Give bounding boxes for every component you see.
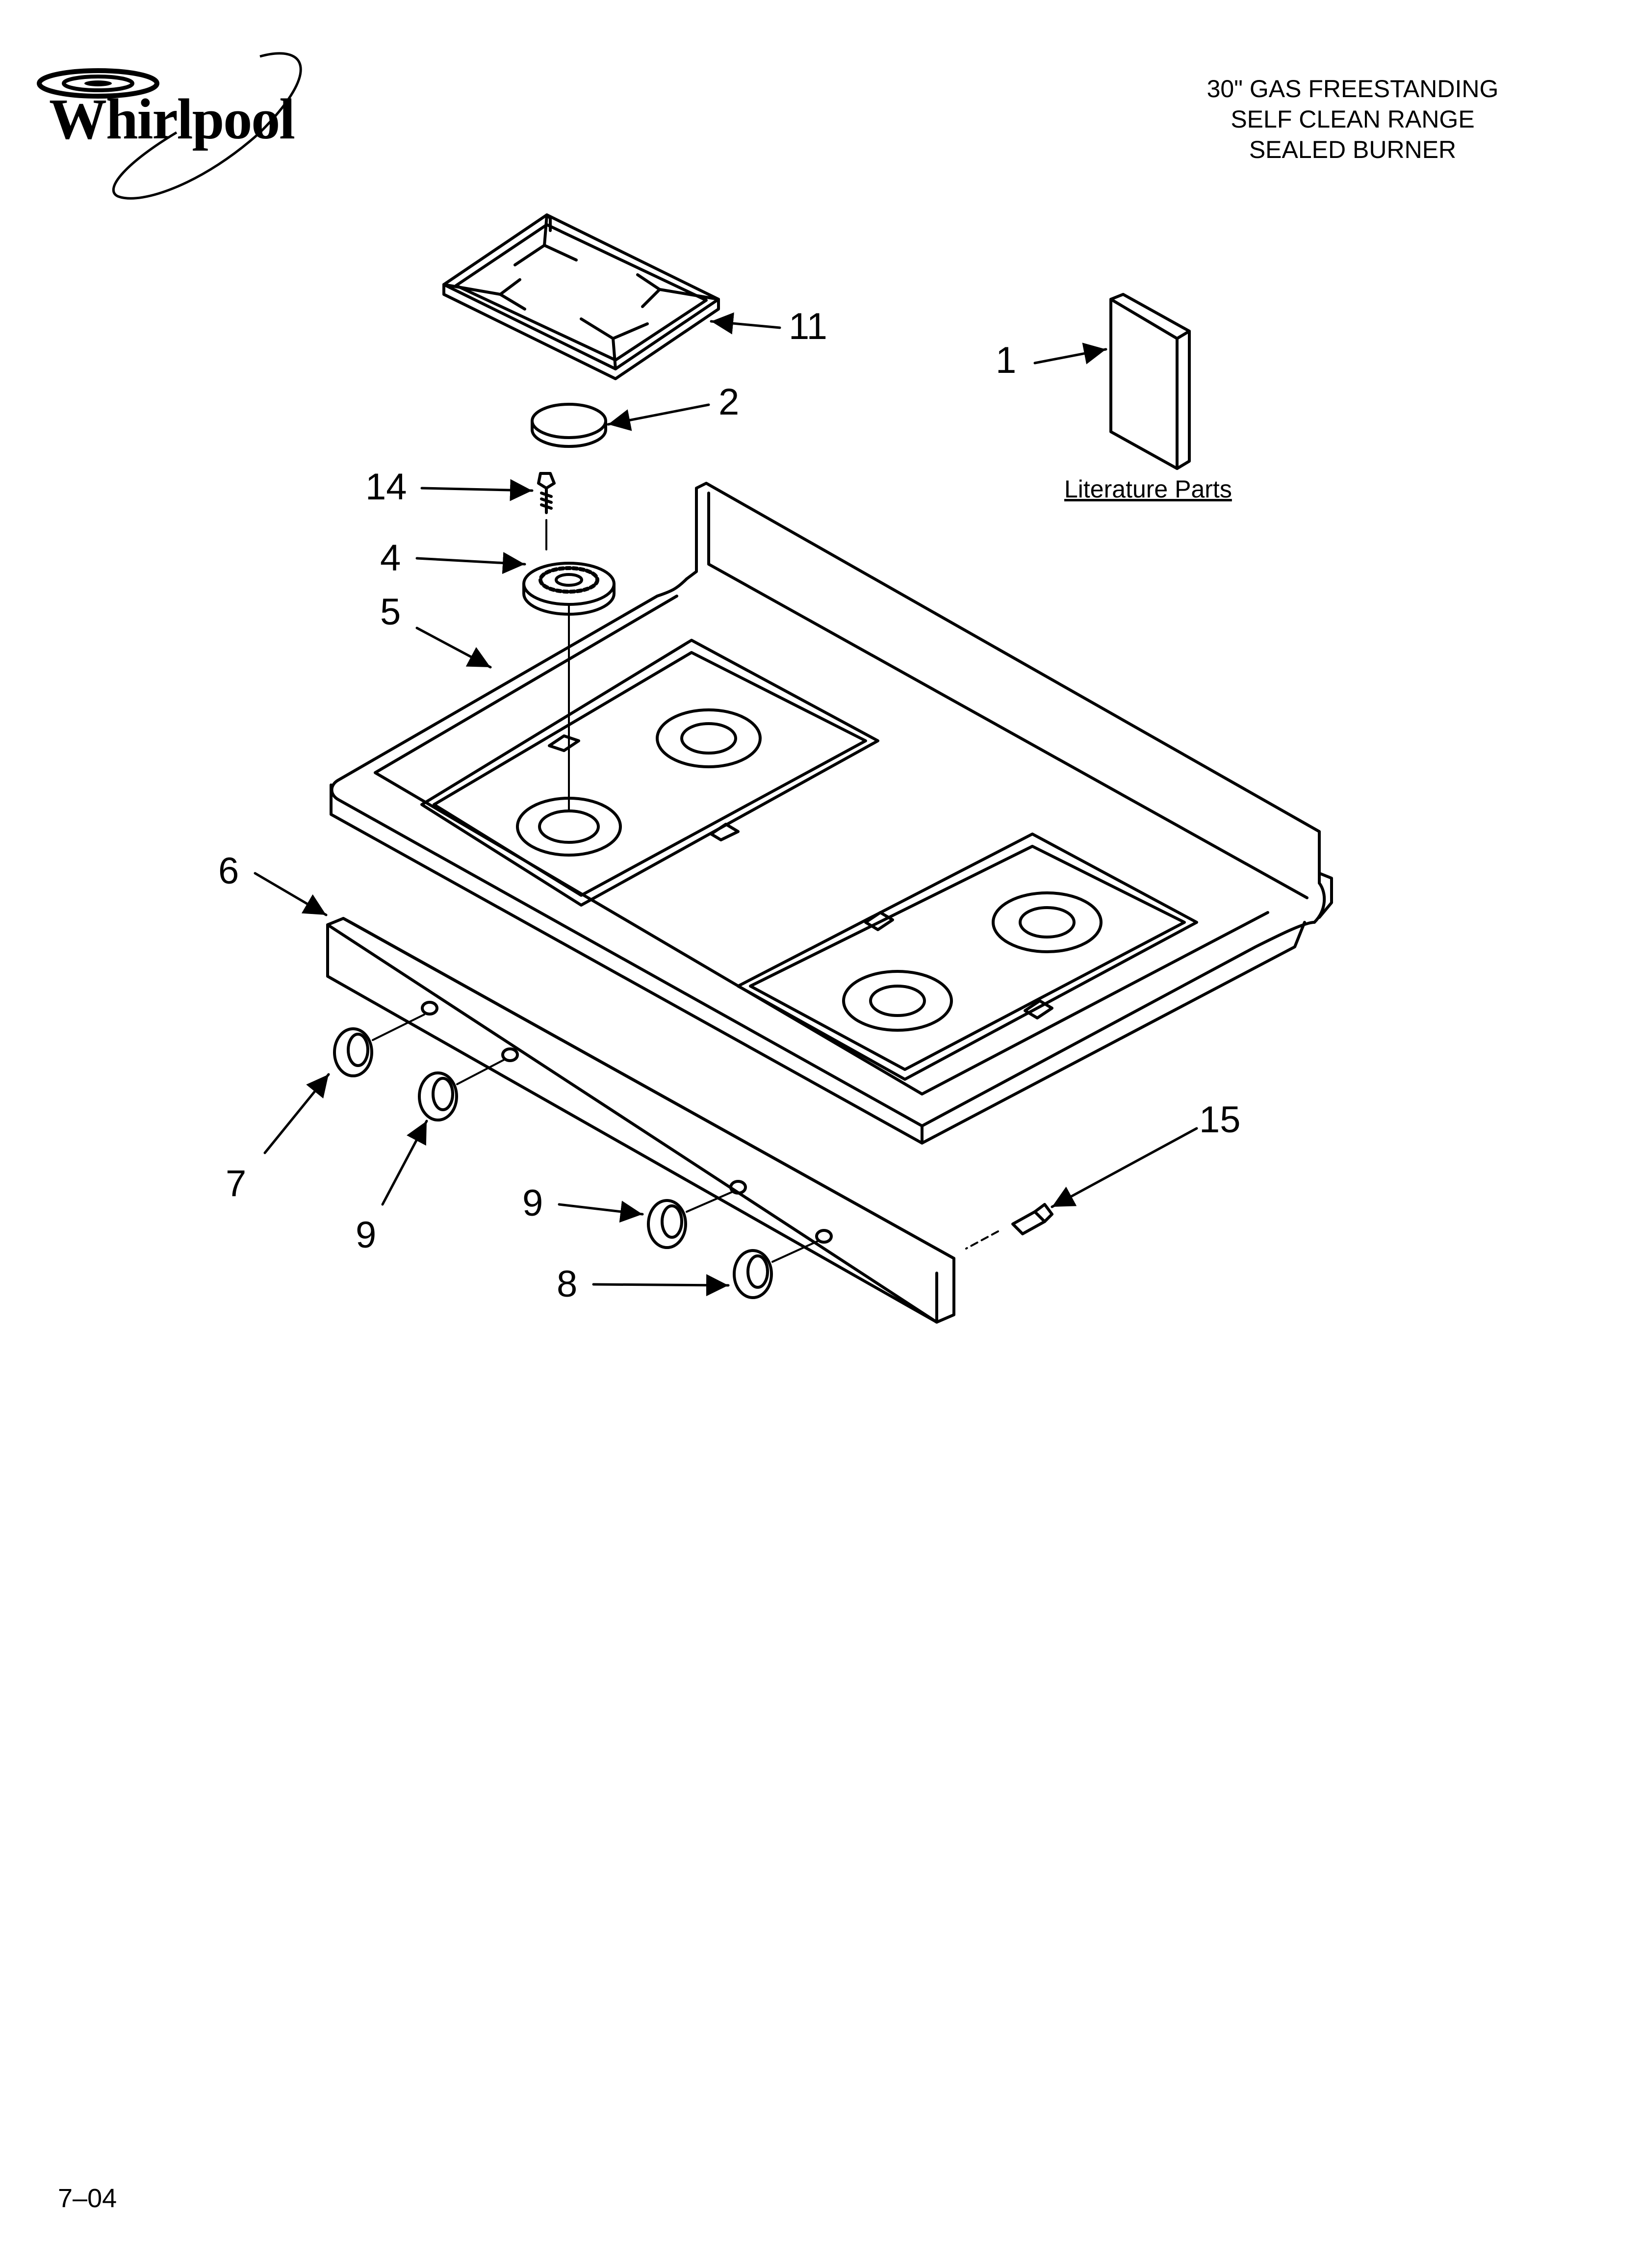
control-knob-9b: [647, 1191, 733, 1249]
callout-5: 5: [380, 591, 401, 633]
callout-2: 2: [718, 381, 740, 423]
callout-11: 11: [789, 306, 827, 347]
revision-code: 7–04: [58, 2184, 117, 2213]
literature-parts-label: Literature Parts: [1064, 475, 1232, 503]
callout-7: 7: [226, 1163, 247, 1204]
callout-leaders: [254, 312, 1198, 1297]
callout-15: 15: [1199, 1099, 1241, 1141]
burner-cap: [531, 403, 607, 448]
whirlpool-logo: [37, 52, 302, 200]
control-knob-8: [733, 1240, 819, 1299]
burner-grate: [442, 213, 720, 380]
control-knob-7: [333, 1014, 425, 1077]
title-line-2: SELF CLEAN RANGE: [1231, 105, 1475, 133]
callout-1: 1: [996, 339, 1017, 381]
callout-9-left: 9: [356, 1214, 377, 1256]
control-manifold-panel: [326, 917, 955, 1324]
document-title: 30" GAS FREESTANDING SELF CLEAN RANGE SE…: [1132, 74, 1573, 165]
title-line-1: 30" GAS FREESTANDING: [1206, 75, 1499, 103]
burner-screw: [537, 472, 556, 550]
control-knob-9a: [418, 1059, 505, 1121]
callout-6: 6: [218, 850, 239, 892]
literature-parts-book: [1109, 293, 1191, 470]
logo-wordmark: Whirlpool: [49, 87, 295, 151]
panel-screw: [965, 1203, 1053, 1250]
title-line-3: SEALED BURNER: [1249, 136, 1457, 163]
callout-8: 8: [557, 1263, 578, 1305]
cooktop-exploded-view: [254, 213, 1333, 1324]
callout-9-right: 9: [522, 1182, 543, 1224]
callout-4: 4: [380, 537, 401, 579]
cooktop-panel: [330, 482, 1333, 1145]
callout-14: 14: [365, 466, 407, 508]
burner-base: [522, 562, 616, 810]
